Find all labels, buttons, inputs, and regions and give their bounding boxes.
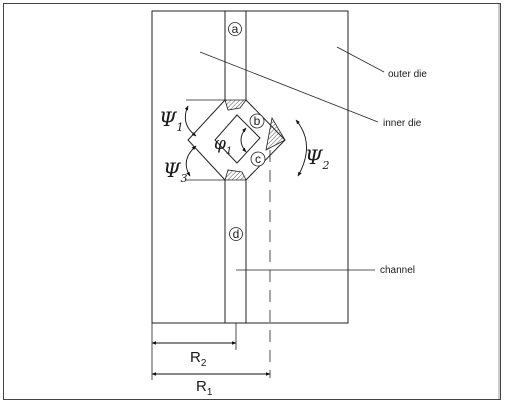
zone-c-label: c: [255, 152, 261, 166]
psi3-arc: [185, 145, 197, 177]
phi1-label: φ1: [214, 134, 232, 157]
r2-label: R2: [190, 349, 207, 369]
channel-label: channel: [380, 265, 415, 276]
inner-die-leader: [199, 51, 379, 123]
channel-bend-left-wall: [187, 99, 226, 181]
zone-d-circle: [229, 227, 243, 241]
frame-border: [3, 3, 501, 400]
psi2-label: Ψ2: [305, 145, 330, 172]
zone-a-label: a: [232, 22, 239, 36]
dead-zone-bottom: [224, 169, 247, 181]
zone-a-circle: [228, 22, 242, 36]
zone-c-circle: [250, 151, 266, 167]
psi2-arc: [295, 119, 307, 177]
outer-die-label: outer die: [388, 69, 427, 80]
zone-d-label: d: [233, 227, 240, 241]
zone-b-circle: [249, 113, 265, 129]
r1-label: R1: [196, 378, 213, 398]
phi1-arc: [240, 127, 247, 153]
inner-die-label: inner die: [383, 118, 422, 129]
outer-die-leader: [336, 46, 385, 73]
dead-zone-right: [265, 116, 286, 151]
inner-die-core: [214, 114, 261, 164]
outer-die-body: [151, 10, 349, 324]
psi3-label: Ψ3: [163, 158, 188, 185]
zone-b-label: b: [254, 114, 261, 128]
psi1-label: Ψ1: [159, 107, 184, 134]
dead-zone-top: [224, 99, 247, 111]
psi1-arc: [184, 105, 197, 137]
